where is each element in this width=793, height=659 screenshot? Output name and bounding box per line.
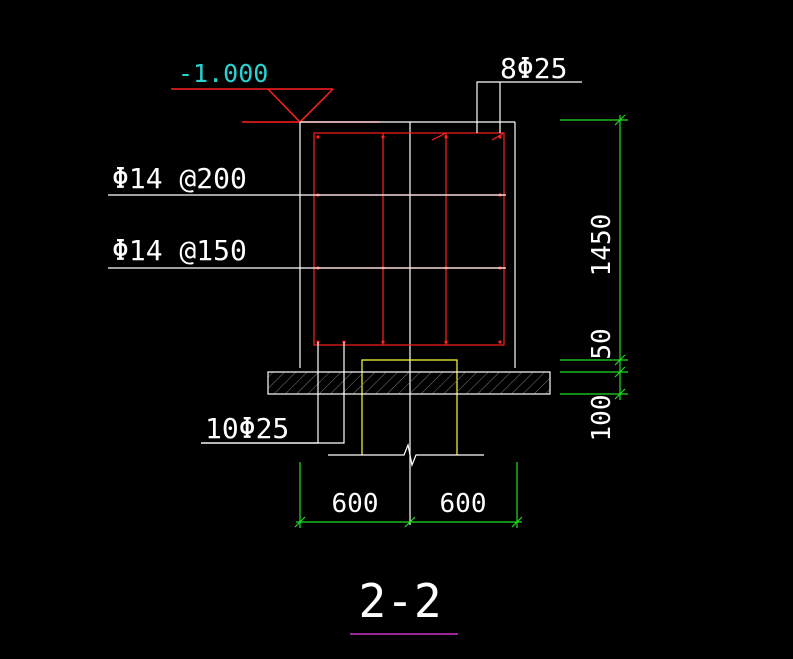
horizontal-dimension: 600 600 <box>294 462 523 528</box>
annotations: 8Φ25 Φ14 @200 Φ14 @150 10Φ25 <box>112 52 567 445</box>
top-rebar-label: 8Φ25 <box>500 52 567 85</box>
vertical-dimension: 1450 50 100 <box>560 114 628 442</box>
leader-lines <box>108 81 582 444</box>
section-title: 2-2 <box>358 574 441 628</box>
dim-height-cover: 50 <box>587 328 617 359</box>
elevation-marker: -1.000 <box>171 59 380 124</box>
rebar-dots <box>316 135 502 344</box>
break-line <box>328 442 484 468</box>
bedding-layer <box>267 371 551 395</box>
dim-height-main: 1450 <box>587 214 617 277</box>
bottom-rebar-label: 10Φ25 <box>205 412 289 445</box>
rebar-cage <box>313 132 505 346</box>
section-title-block: 2-2 <box>350 574 458 635</box>
dim-width-right: 600 <box>440 489 487 519</box>
column-outline <box>361 359 458 455</box>
dim-height-bed: 100 <box>587 395 617 442</box>
stirrup-label-150: Φ14 @150 <box>112 234 247 267</box>
beam-outline <box>299 121 516 525</box>
elevation-label: -1.000 <box>178 59 268 88</box>
stirrup-label-200: Φ14 @200 <box>112 162 247 195</box>
dim-width-left: 600 <box>332 489 379 519</box>
